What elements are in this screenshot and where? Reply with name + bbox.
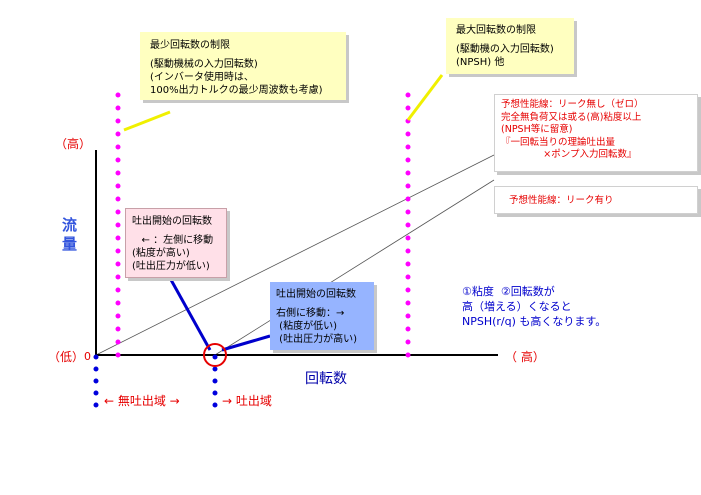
- npsh-note: ①粘度 ②回転数が 高（増える）くなると NPSH(r/q) も高くなります。: [462, 282, 662, 332]
- start-right-line: 右側に移動：→: [276, 308, 345, 319]
- perf-no-leak-line: 予想性能線：リーク無し（ゼロ）: [501, 99, 644, 110]
- start-right-title: 吐出開始の回転数: [276, 289, 356, 300]
- perf-no-leak-line: 『一回転当りの理論吐出量: [501, 136, 616, 148]
- left-start-pointer: [168, 277, 212, 351]
- perf-no-leak-line: (NPSH等に留意): [501, 124, 573, 135]
- y-axis-high-label: （高）: [55, 137, 92, 151]
- min-speed-line: (駆動機械の入力回転数): [150, 59, 258, 70]
- min-speed-connector: [123, 110, 171, 132]
- max-speed-limit-note: 最大回転数の制限 (駆動機の入力回転数) (NPSH) 他: [446, 18, 574, 74]
- x-axis-title: 回転数: [305, 371, 347, 387]
- start-right-line: (吐出圧力が高い): [276, 334, 357, 345]
- no-discharge-zone-label: ← 無吐出域 →: [104, 394, 180, 408]
- perf-no-leak-line: 完全無負荷又は或る(高)粘度以上: [501, 111, 642, 123]
- start-left-line: (粘度が高い): [132, 248, 190, 259]
- max-speed-connector: [406, 74, 444, 121]
- performance-line-no-leak: [95, 154, 495, 356]
- perf-leak-text: 予想性能線：リーク有り: [509, 195, 614, 206]
- min-speed-line: 100%出力トルクの最少周波数も考慮): [150, 85, 323, 96]
- start-left-line: ← ：左側に移動: [132, 235, 214, 246]
- performance-no-leak-note: 予想性能線：リーク無し（ゼロ） 完全無負荷又は或る(高)粘度以上 (NPSH等に…: [494, 94, 698, 172]
- performance-line-leak: [214, 179, 495, 356]
- min-speed-limit-note: 最少回転数の制限 (駆動機械の入力回転数) (インバータ使用時は、 100%出力…: [140, 32, 346, 100]
- start-left-line: (吐出圧力が低い): [132, 261, 210, 272]
- npsh-note-line: NPSH(r/q) も高くなります。: [462, 315, 607, 328]
- start-point-circle: [203, 343, 227, 367]
- discharge-zone-label: → 吐出域: [222, 394, 272, 408]
- perf-no-leak-line: ×ポンプ入力回転数』: [501, 149, 637, 160]
- right-start-pointer: [221, 334, 271, 352]
- max-speed-line: (駆動機の入力回転数): [456, 44, 554, 55]
- y-axis-low-label: （低）: [48, 350, 85, 364]
- npsh-note-line: 高（増える）くなると: [462, 300, 572, 313]
- min-speed-title: 最少回転数の制限: [150, 40, 230, 51]
- max-speed-title: 最大回転数の制限: [456, 25, 536, 36]
- performance-leak-note: 予想性能線：リーク有り: [494, 186, 698, 214]
- min-speed-line: (インバータ使用時は、: [150, 72, 254, 83]
- start-left-title: 吐出開始の回転数: [132, 216, 212, 227]
- origin-label: 0: [84, 350, 91, 363]
- discharge-start-left-note: 吐出開始の回転数 ← ：左側に移動 (粘度が高い) (吐出圧力が低い): [125, 208, 227, 278]
- npsh-note-line: ①粘度 ②回転数が: [462, 285, 555, 298]
- discharge-start-right-note: 吐出開始の回転数 右側に移動：→ (粘度が低い) (吐出圧力が高い): [270, 282, 374, 350]
- y-axis-title: 流量: [62, 216, 78, 253]
- start-right-line: (粘度が低い): [276, 321, 337, 332]
- x-axis-high-label: （ 高）: [505, 350, 545, 364]
- max-speed-line: (NPSH) 他: [456, 57, 505, 68]
